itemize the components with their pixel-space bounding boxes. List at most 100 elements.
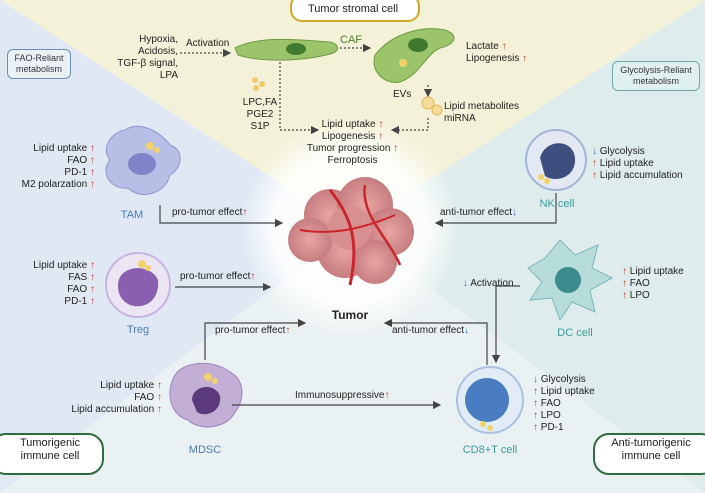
cd8-change-line: ↑ LPO	[533, 410, 561, 421]
mdsc-immuno: Immunosuppressive↑	[295, 390, 389, 402]
mdsc-change-line: Lipid uptake ↑	[100, 380, 162, 391]
nk-change-line: ↑ Lipid uptake	[592, 158, 654, 169]
cd8-change-line: ↓ Glycolysis	[533, 374, 586, 385]
title-box	[290, 0, 420, 22]
effect-mark: ↓	[464, 325, 470, 336]
effect-text: Activation	[470, 278, 514, 289]
effect-text: pro-tumor effect	[180, 271, 251, 282]
caf-effect-line: Tumor progression ↑	[306, 143, 399, 154]
caf-cell-left-icon	[234, 38, 338, 61]
caf-label: CAF	[340, 34, 362, 46]
cd8-effect: anti-tumor effect↓	[392, 325, 469, 337]
effect-text: Immunosuppressive	[295, 390, 385, 401]
caf-stimulus-line: Acidosis,	[137, 46, 178, 57]
caf-stimuli: Hypoxia,Acidosis,TGF-β signal,LPA	[100, 34, 178, 82]
tam-changes: Lipid uptake ↑FAO ↑PD-1 ↑M2 polarzation …	[15, 143, 95, 191]
cd8-change-line: ↑ FAO	[533, 398, 561, 409]
fao-box: FAO-Reliant metabolism	[7, 49, 71, 79]
cd8-change-line: ↑ Lipid uptake	[533, 386, 595, 397]
mdsc-label: MDSC	[188, 444, 222, 456]
caf-product-line: Lactate ↑	[466, 41, 507, 52]
mdsc-effect: pro-tumor effect↑	[215, 325, 290, 337]
effect-text: anti-tumor effect	[440, 207, 513, 218]
tam-label: TAM	[120, 209, 144, 221]
anti-tumorigenic-box: Anti-tumorigenic immune cell	[593, 433, 705, 475]
tam-change-line: PD-1 ↑	[64, 167, 95, 178]
caf-stimulus-line: TGF-β signal,	[117, 58, 178, 69]
tam-effect: pro-tumor effect↑	[172, 207, 247, 219]
effect-mark: ↑	[242, 207, 248, 218]
cd8-change-line: ↑ PD-1	[533, 422, 564, 433]
tumorigenic-box: Tumorigenic immune cell	[0, 433, 104, 475]
nk-change-line: ↓ Glycolysis	[592, 146, 645, 157]
arrows	[159, 43, 557, 410]
caf-activation: Activation	[186, 38, 230, 49]
lower-zone	[0, 230, 705, 493]
caf-secreted-line: PGE2	[246, 109, 274, 120]
tumorigenic-text: Tumorigenic immune cell	[19, 437, 81, 462]
caf-effect-line: Ferroptosis	[327, 155, 378, 166]
evs-label: EVs	[393, 89, 412, 100]
anti-tumorigenic-text: Anti-tumorigenic immune cell	[611, 437, 691, 462]
treg-change-line: Lipid uptake ↑	[33, 260, 95, 271]
nk-effect: anti-tumor effect↓	[440, 207, 517, 219]
cd8-changes: ↓ Glycolysis↑ Lipid uptake↑ FAO↑ LPO↑ PD…	[533, 374, 595, 434]
dc-change-line: ↑ FAO	[622, 278, 650, 289]
caf-effect-line: Lipogenesis ↑	[321, 131, 384, 142]
mdsc-change-line: Lipid accumulation ↑	[71, 404, 162, 415]
effect-mark: ↓	[512, 207, 518, 218]
treg-change-line: FAS ↑	[68, 272, 95, 283]
treg-cell-icon	[105, 252, 171, 318]
effect-mark: ↓	[463, 278, 471, 289]
tam-change-line: M2 polarzation ↑	[21, 179, 95, 190]
nk-label: NK cell	[539, 198, 575, 210]
lipid-droplets-icon	[252, 77, 265, 91]
caf-cell-right-icon	[373, 28, 455, 83]
dc-activation: ↓ Activation	[463, 278, 514, 290]
cd8-cell-icon	[456, 366, 524, 434]
nk-cell-icon	[525, 129, 587, 191]
fao-zone	[0, 0, 352, 493]
caf-secreted-line: LPC,FA	[242, 97, 278, 108]
caf-effect-line: Lipid uptake ↑	[321, 119, 384, 130]
caf-product-line: Lipogenesis ↑	[466, 53, 528, 64]
effect-mark: ↑	[285, 325, 291, 336]
page-title: Tumor stromal cell	[307, 3, 399, 15]
effect-mark: ↑	[384, 390, 390, 401]
effect-text: pro-tumor effect	[215, 325, 286, 336]
treg-effect: pro-tumor effect↑	[180, 271, 255, 283]
tam-change-line: FAO ↑	[67, 155, 95, 166]
stromal-zone	[0, 0, 705, 230]
caf-products: Lactate ↑Lipogenesis ↑	[466, 41, 527, 65]
treg-changes: Lipid uptake ↑FAS ↑FAO ↑PD-1 ↑	[15, 260, 95, 308]
effect-text: anti-tumor effect	[392, 325, 465, 336]
tam-change-line: Lipid uptake ↑	[33, 143, 95, 154]
nk-changes: ↓ Glycolysis↑ Lipid uptake↑ Lipid accumu…	[592, 146, 683, 182]
effect-mark: ↑	[250, 271, 256, 282]
nk-change-line: ↑ Lipid accumulation	[592, 170, 683, 181]
mdsc-changes: Lipid uptake ↑FAO ↑Lipid accumulation ↑	[52, 380, 162, 416]
tumor-label: Tumor	[331, 308, 369, 322]
ev-cargo-line: Lipid metabolites	[444, 101, 520, 112]
mdsc-change-line: FAO ↑	[134, 392, 162, 403]
cd8-label: CD8+T cell	[462, 444, 518, 456]
dc-cell-icon	[527, 239, 614, 322]
dc-change-line: ↑ LPO	[622, 290, 650, 301]
glycolysis-zone	[352, 0, 705, 493]
effect-text: pro-tumor effect	[172, 207, 243, 218]
dc-label: DC cell	[557, 327, 593, 339]
tam-cell-icon	[105, 125, 181, 195]
ev-cargo-line: miRNA	[444, 113, 476, 124]
caf-stimulus-line: Hypoxia,	[139, 34, 178, 45]
caf-effects: Lipid uptake ↑Lipogenesis ↑Tumor progres…	[300, 119, 405, 167]
caf-stimulus-line: LPA	[159, 70, 178, 81]
dc-changes: ↑ Lipid uptake↑ FAO↑ LPO	[622, 266, 684, 302]
mdsc-cell-icon	[169, 362, 243, 428]
treg-change-line: FAO ↑	[67, 284, 95, 295]
caf-secreted-line: S1P	[250, 121, 270, 132]
dc-change-line: ↑ Lipid uptake	[622, 266, 684, 277]
treg-label: Treg	[126, 324, 150, 336]
glyco-box: Glycolysis-Reliant metabolism	[612, 61, 700, 91]
